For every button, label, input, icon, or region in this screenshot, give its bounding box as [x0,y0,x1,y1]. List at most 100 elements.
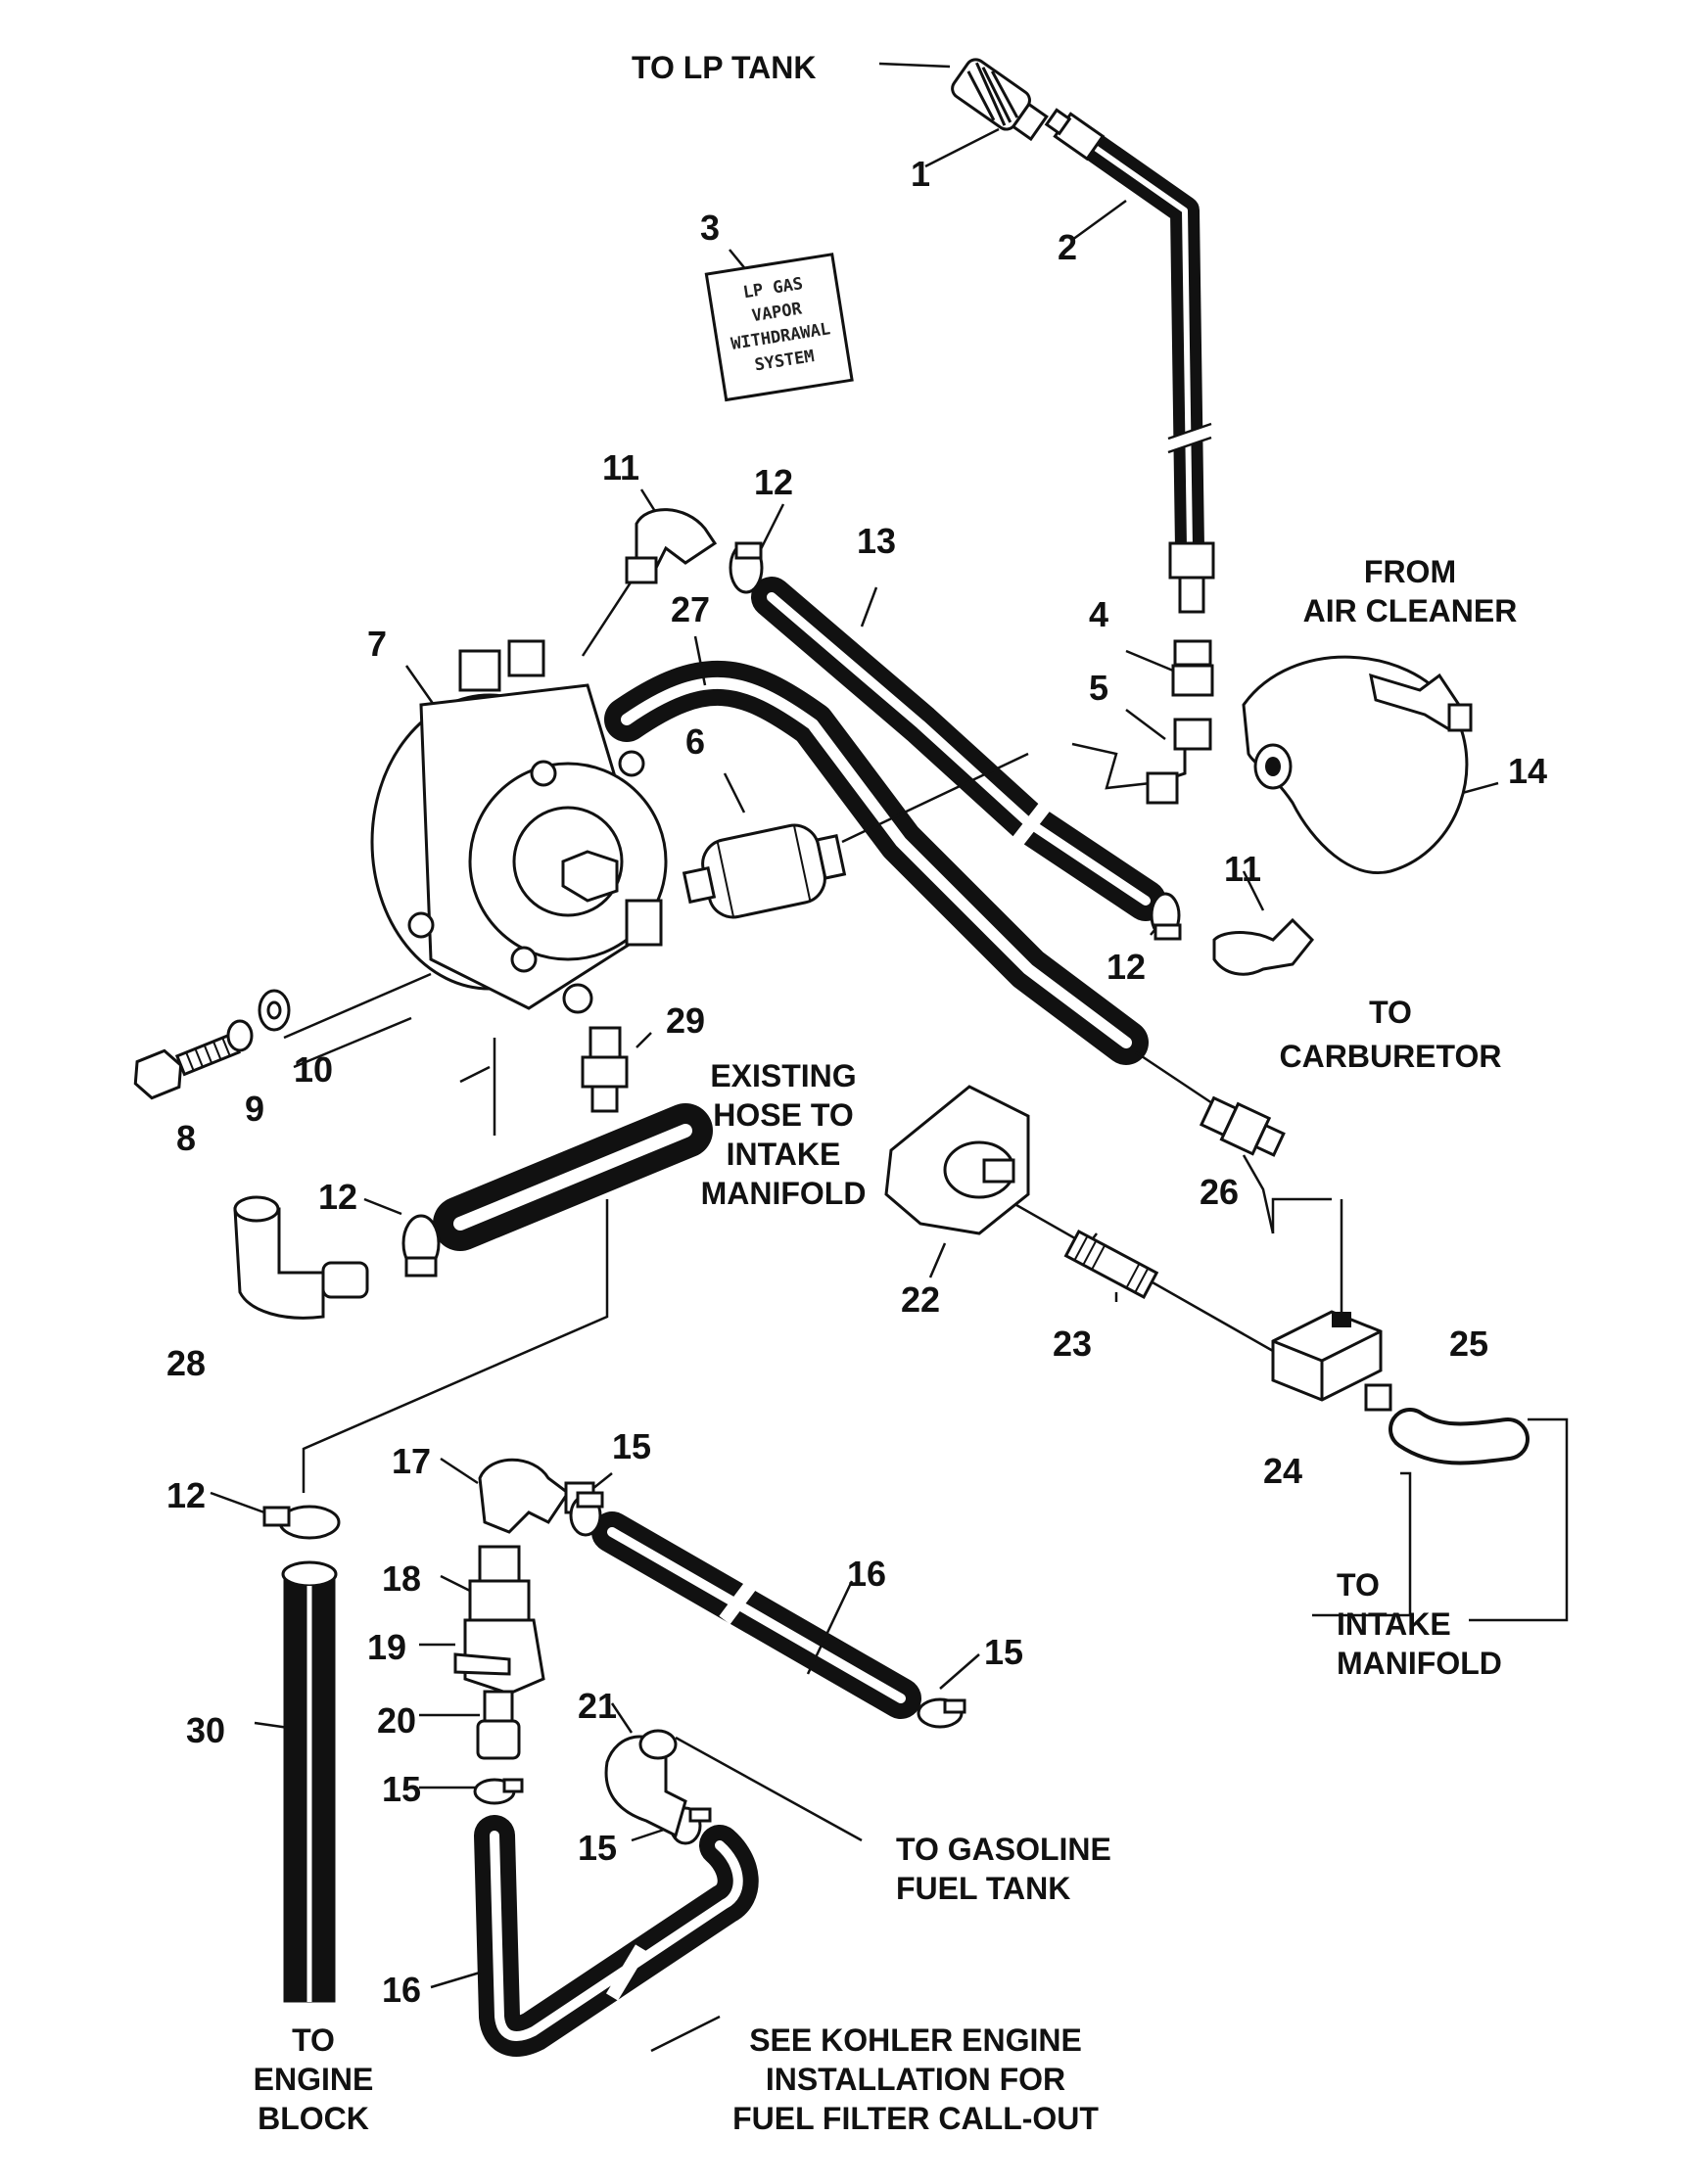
hose-30-engine-block [281,1560,338,2003]
label-12-lower: 12 [166,1475,206,1515]
hose-16-straight [591,1511,921,1719]
label-25: 25 [1449,1324,1488,1364]
label-17: 17 [392,1441,431,1481]
label-16-a: 16 [847,1554,886,1594]
part-15-clamp-a [569,1491,604,1537]
callout-to-lp-tank: TO LP TANK [632,50,816,85]
callout-labels: TO LP TANK FROM AIR CLEANER TO CARBURETO… [254,50,1518,2136]
label-12-left: 12 [318,1177,357,1217]
part-7-regulator [370,639,668,1014]
leader-lines [210,62,1569,2053]
callout-to-carburetor-1: TO [1369,995,1412,1030]
hose-27 [604,660,1149,1065]
part-4-adapter [1171,639,1214,697]
callout-to-intake-manifold-3: MANIFOLD [1337,1646,1502,1681]
callout-existing-hose-4: MANIFOLD [701,1176,867,1211]
label-20: 20 [377,1700,416,1741]
callout-to-intake-manifold-2: INTAKE [1337,1606,1451,1642]
label-29: 29 [666,1000,705,1041]
label-19: 19 [367,1627,406,1667]
label-14: 14 [1508,751,1547,791]
label-1: 1 [911,154,930,194]
label-5: 5 [1089,668,1108,708]
label-28: 28 [166,1343,206,1383]
part-12-clamp-lower [262,1505,341,1540]
label-24: 24 [1263,1451,1302,1491]
part-6-filter [682,823,847,919]
part-18-solenoid-valve [463,1545,545,1696]
part-5-elbow [1146,718,1212,805]
label-23: 23 [1053,1324,1092,1364]
label-15-c: 15 [382,1769,421,1809]
hose-25 [1389,1408,1530,1465]
part-24-tee [1271,1310,1392,1412]
part-29-fitting [581,1026,629,1113]
part-15-clamp-b [917,1697,966,1729]
hose-lp-tank [1072,127,1212,563]
label-8: 8 [176,1118,196,1158]
part-19-bracket [453,1652,511,1676]
label-21: 21 [578,1686,617,1726]
callout-to-gasoline-tank-2: FUEL TANK [896,1871,1070,1906]
callout-see-kohler-1: SEE KOHLER ENGINE [749,2022,1082,2058]
part-12-clamp-right [1150,892,1182,941]
part-22-mixer-plate [884,1085,1030,1235]
part-3-decal: LP GAS VAPOR WITHDRAWAL SYSTEM [704,253,854,402]
label-6: 6 [685,721,705,762]
part-12-clamp-left [401,1214,441,1278]
label-4: 4 [1089,594,1108,634]
callout-to-engine-block-3: BLOCK [258,2101,369,2136]
label-22: 22 [901,1279,940,1320]
part-1-lp-fitting [951,58,1049,142]
label-2: 2 [1058,227,1077,267]
callout-existing-hose-1: EXISTING [710,1058,856,1093]
part-12-clamp-top [729,541,764,594]
part-21-elbow [604,1729,687,1838]
callout-to-intake-manifold-1: TO [1337,1567,1380,1603]
label-9: 9 [245,1089,264,1129]
label-7: 7 [367,624,387,664]
callout-see-kohler-3: FUEL FILTER CALL-OUT [732,2101,1099,2136]
callout-to-engine-block-2: ENGINE [254,2062,374,2097]
label-27: 27 [671,589,710,629]
part-20-adapter [476,1690,521,1760]
label-3: 3 [700,208,720,248]
part-9-lockwasher [226,1019,254,1052]
label-26: 26 [1200,1172,1239,1212]
part-14-air-adapter [1242,655,1473,874]
label-11-top: 11 [602,447,639,488]
callout-to-gasoline-tank-1: TO GASOLINE [896,1832,1111,1867]
hose-13 [751,577,1166,921]
label-15-b: 15 [984,1632,1023,1672]
part-15-clamp-c [473,1778,524,1805]
label-11-right: 11 [1224,849,1261,889]
callout-to-engine-block-1: TO [292,2022,335,2058]
callout-see-kohler-2: INSTALLATION FOR [766,2062,1065,2097]
hose-16-bent [474,1815,759,2057]
label-13: 13 [857,521,896,561]
callout-existing-hose-3: INTAKE [727,1137,841,1172]
label-30: 30 [186,1710,225,1750]
part-11-elbow-top [625,508,718,584]
callout-from-air-cleaner-1: FROM [1364,554,1456,589]
part-8-bolt [133,1032,241,1100]
part-11-elbow-right [1212,917,1315,976]
label-18: 18 [382,1558,421,1599]
part-10-washer [258,989,291,1032]
label-12-top: 12 [754,462,793,502]
label-15-d: 15 [578,1828,617,1868]
part-number-labels: 1 2 3 4 5 6 7 8 9 10 11 11 12 12 12 12 1… [166,154,1547,2010]
part-26-fitting [1199,1095,1286,1157]
part-28-elbow [233,1195,369,1320]
label-12-right: 12 [1106,947,1146,987]
callout-from-air-cleaner-2: AIR CLEANER [1303,593,1518,628]
label-16-b: 16 [382,1970,421,2010]
callout-existing-hose-2: HOSE TO [713,1097,853,1133]
callout-to-carburetor-2: CARBURETOR [1280,1039,1502,1074]
label-15-a: 15 [612,1426,651,1466]
part-hose-lower-fitting [1168,541,1215,614]
hose-existing-intake [433,1103,713,1251]
part-23-nipple [1063,1229,1159,1299]
